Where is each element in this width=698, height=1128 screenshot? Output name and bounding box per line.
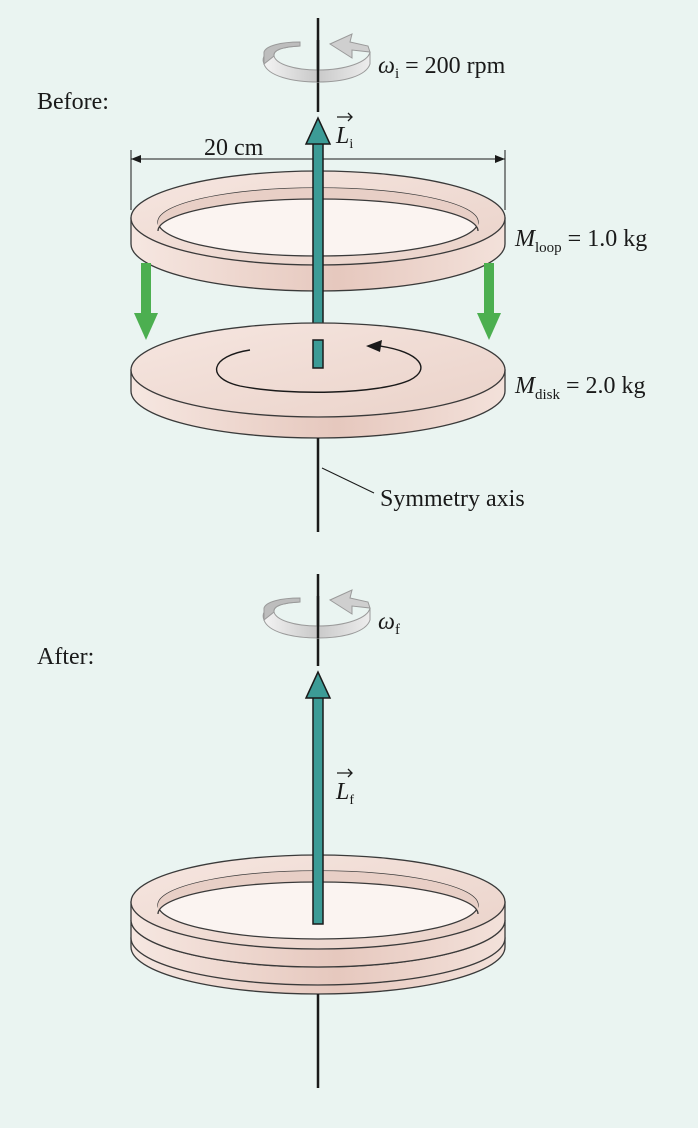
before-section: ωi = 200 rpm Before: 20 cm Li: [37, 18, 647, 532]
axis-leader-line: [321, 467, 375, 494]
drop-arrow-right: [477, 263, 501, 340]
loop-mass-label: Mloop = 1.0 kg: [514, 226, 647, 256]
after-section: ωf After: Lf: [37, 574, 506, 1088]
omega-final-label: ωf: [378, 609, 400, 638]
after-label: After:: [37, 644, 94, 670]
omega-initial-label: ωi = 200 rpm: [378, 53, 506, 82]
before-label: Before:: [37, 89, 109, 115]
disk: [130, 322, 506, 439]
angular-momentum-final-arrow: [304, 670, 332, 925]
drop-arrow-left: [134, 263, 158, 340]
rotation-arrow-final-icon: [262, 589, 371, 639]
symmetry-axis-label: Symmetry axis: [380, 486, 525, 512]
L-initial-label: Li: [335, 123, 353, 152]
L-final-label: Lf: [335, 779, 354, 808]
rotation-arrow-icon: [262, 33, 371, 83]
diameter-label: 20 cm: [204, 135, 264, 161]
disk-mass-label: Mdisk = 2.0 kg: [514, 373, 646, 403]
